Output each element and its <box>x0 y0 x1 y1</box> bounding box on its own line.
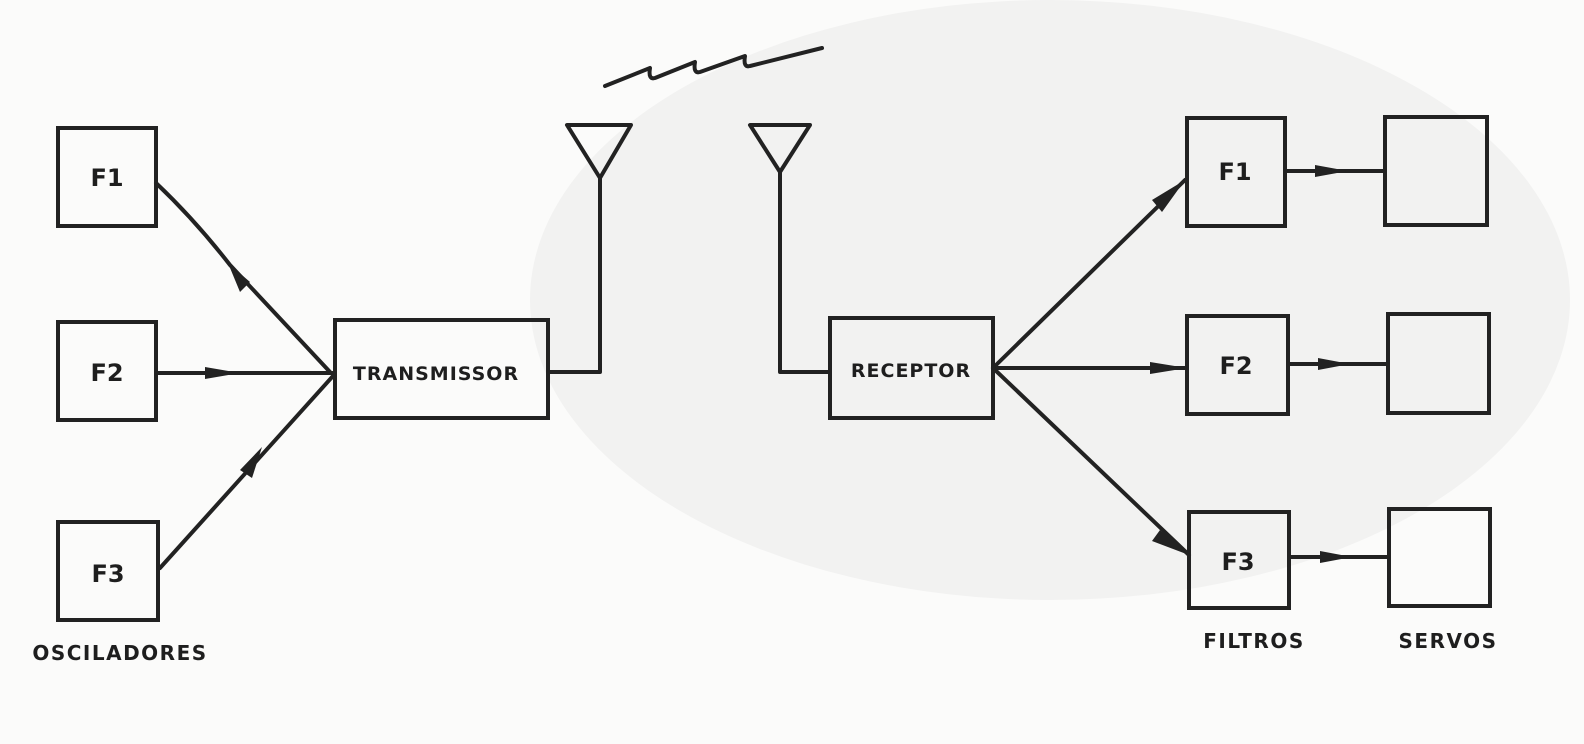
oscillator-label-f3: F3 <box>91 560 124 588</box>
transmitter-antenna-mast <box>546 176 602 374</box>
connector-f1-to-transmitter <box>154 181 332 374</box>
filter-label-f2: F2 <box>1219 352 1252 380</box>
filter-label-f1: F1 <box>1218 158 1251 186</box>
connector-receiver-to-filter-f1 <box>991 178 1187 370</box>
oscillator-box-f3 <box>56 520 160 622</box>
transmitter-box <box>333 318 550 420</box>
receiver-antenna-icon <box>748 123 812 174</box>
arrowhead-filter-f1 <box>1152 180 1185 212</box>
receiver-label: RECEPTOR <box>851 360 971 382</box>
filter-box-f3 <box>1187 510 1291 610</box>
radio-wave-icon <box>603 46 824 88</box>
transmitter-label: TRANSMISSOR <box>353 363 519 385</box>
arrowhead-servo-2 <box>1318 358 1350 370</box>
oscillator-label-f1: F1 <box>90 164 123 192</box>
arrowhead-f3 <box>240 447 262 478</box>
connector-receiver-to-filter-f3 <box>991 366 1191 557</box>
arrowhead-f1 <box>228 263 250 292</box>
receiver-antenna-mast <box>778 170 832 374</box>
arrowhead-filter-f3 <box>1152 530 1189 555</box>
filter-label-f3: F3 <box>1221 548 1254 576</box>
arrowhead-f2 <box>205 367 240 379</box>
filters-group-label: FILTROS <box>1203 629 1305 653</box>
servo-box-3 <box>1387 507 1492 608</box>
servo-box-2 <box>1386 312 1491 415</box>
oscillator-label-f2: F2 <box>90 359 123 387</box>
transmitter-antenna-icon <box>565 123 633 180</box>
oscillators-group-label: OSCILADORES <box>32 641 207 665</box>
oscillator-box-f1 <box>56 126 158 228</box>
arrowhead-servo-1 <box>1315 165 1348 177</box>
arrowhead-servo-3 <box>1320 551 1352 563</box>
servos-group-label: SERVOS <box>1399 629 1498 653</box>
background-shade <box>530 0 1570 600</box>
servo-box-1 <box>1383 115 1489 227</box>
arrowhead-filter-f2 <box>1150 362 1187 374</box>
